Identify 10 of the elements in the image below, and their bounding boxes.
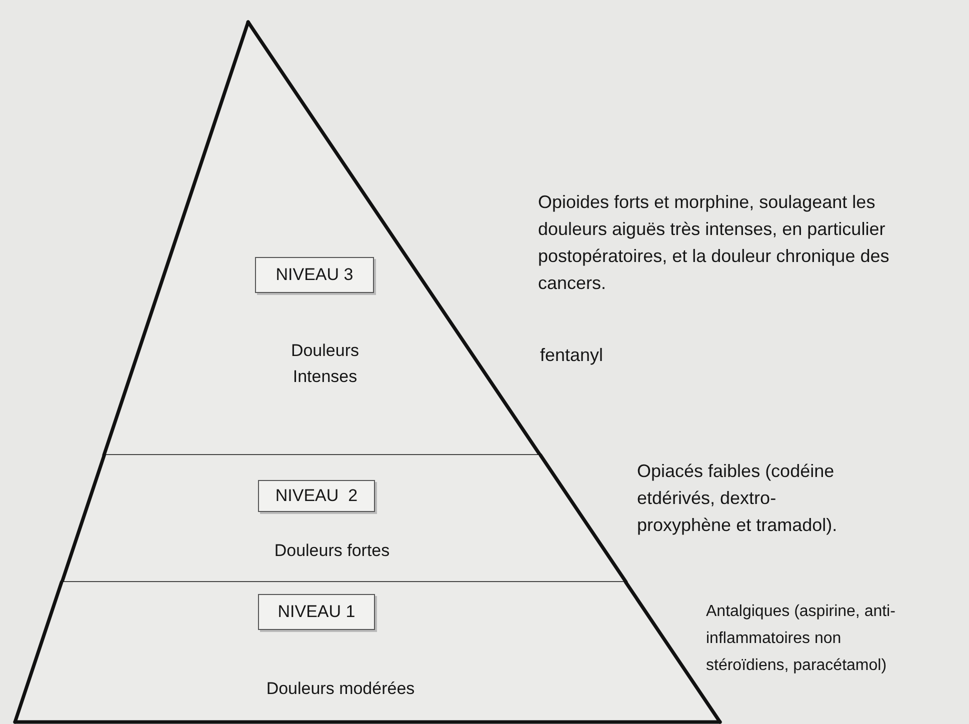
description-text: Opioides forts et morphine, soulageant les douleurs aiguës très intenses, en particulier postopératoires, et la douleur chronique des cancers. (538, 191, 890, 295)
tier-label: Douleurs Intenses (290, 340, 360, 388)
tier-label: Douleurs modérées (265, 678, 416, 700)
level-label: NIVEAU 3 (254, 257, 374, 293)
description-text: Opiacés faibles (codéine etdérivés, dextro- proxyphène et tramadol). (637, 460, 838, 537)
level-label: NIVEAU 1 (258, 594, 375, 630)
level-label: NIVEAU 2 (258, 480, 375, 512)
description-text: Antalgiques (aspirine, anti-inflammatoires non stéroïdiens, paracétamol) (706, 602, 896, 676)
description-text: fentanyl (540, 344, 604, 367)
tier-label: Douleurs fortes (273, 540, 391, 562)
